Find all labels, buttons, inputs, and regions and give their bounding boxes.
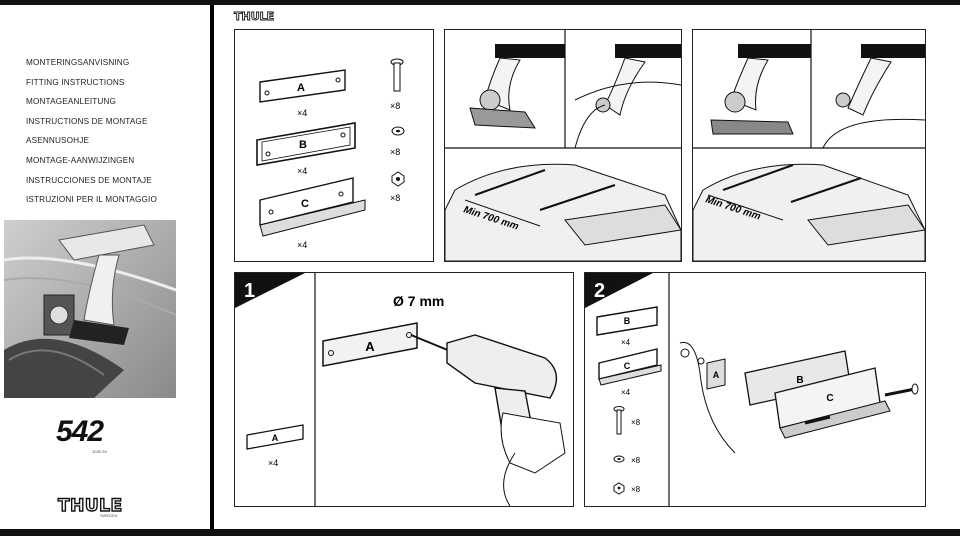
inner-brand-logo: THULE <box>234 10 275 24</box>
step2-plate-c: C <box>598 348 662 386</box>
step2-bolt-icon <box>613 406 625 435</box>
step2-plate-b-label: B <box>624 316 631 326</box>
cover-illustration <box>4 220 176 398</box>
car-roof-1: Min 700 mm <box>444 163 682 262</box>
step2-plate-b: B <box>596 306 658 336</box>
step2-plate-a-label: A <box>713 370 720 380</box>
qty-bolt: ×8 <box>390 101 400 111</box>
step1-plate-a-large: A <box>322 322 418 367</box>
model-sub-code: 1030-39 <box>92 449 107 454</box>
title-english: FITTING INSTRUCTIONS <box>26 77 125 87</box>
car-roof-2: Min 700 mm <box>692 163 926 262</box>
plate-b-label: B <box>299 139 307 151</box>
title-dutch: MONTAGE-AANWIJZINGEN <box>26 155 135 165</box>
mounting-overview-1: Min 700 mm <box>444 29 682 262</box>
title-french: INSTRUCTIONS DE MONTAGE <box>26 116 148 126</box>
foot-closeup-2 <box>574 44 682 149</box>
plate-c-label: C <box>301 198 309 210</box>
assembly-diagram: A B C <box>679 341 919 454</box>
cover-page: MONTERINGSANVISNING FITTING INSTRUCTIONS… <box>0 5 210 529</box>
step2-qty-bolt: ×8 <box>631 418 641 427</box>
step2-washer-icon <box>613 455 625 463</box>
step2-qty-washer: ×8 <box>631 456 641 465</box>
parts-list-panel: A ×4 B ×4 C ×4 ×8 ×8 × <box>234 29 434 262</box>
foot-closeup-1 <box>469 44 565 129</box>
qty-plate-b: ×4 <box>297 166 307 176</box>
bottom-border <box>0 529 960 536</box>
top-border <box>0 0 960 5</box>
step-2-panel: 2 B ×4 C ×4 ×8 ×8 ×8 <box>584 272 926 507</box>
step2-qty-c: ×4 <box>621 388 631 397</box>
title-finnish: ASENNUSOHJE <box>26 136 90 146</box>
brand-sub: SWEDEN <box>100 513 118 518</box>
instruction-title-list: MONTERINGSANVISNING FITTING INSTRUCTIONS… <box>26 53 157 210</box>
plate-a-label: A <box>297 82 305 94</box>
step-1-panel: 1 A ×4 Ø 7 mm A <box>234 272 574 507</box>
step2-assembly-b-label: B <box>796 375 803 386</box>
title-german: MONTAGEANLEITUNG <box>26 97 117 107</box>
mounting-overview-2: Min 700 mm <box>692 29 926 262</box>
step2-qty-nut: ×8 <box>631 485 641 494</box>
foot-closeup-4 <box>822 44 926 149</box>
cover-logo: THULE SWEDEN <box>57 495 123 518</box>
step2-assembly-c-label: C <box>826 393 833 404</box>
foot-closeup-3 <box>710 44 811 135</box>
nut-icon <box>391 171 405 187</box>
plate-b: B <box>256 122 356 166</box>
brand-logo: THULE <box>57 495 123 516</box>
step2-plate-c-label: C <box>624 361 631 371</box>
step1-plate-a-large-label: A <box>365 339 375 354</box>
plate-a: A <box>259 69 346 103</box>
model-number: 542 <box>56 415 104 448</box>
washer-icon <box>391 126 405 136</box>
qty-plate-a: ×4 <box>297 108 307 118</box>
qty-plate-c: ×4 <box>297 240 307 250</box>
title-italian: ISTRUZIONI PER IL MONTAGGIO <box>26 195 157 205</box>
drill-size-label: Ø 7 mm <box>393 293 444 309</box>
step-1-number: 1 <box>244 280 255 302</box>
step1-plate-a-small: A <box>246 424 304 450</box>
title-swedish: MONTERINGSANVISNING <box>26 58 130 67</box>
step2-qty-b: ×4 <box>621 338 631 347</box>
step2-nut-icon <box>613 482 625 495</box>
qty-washer: ×8 <box>390 147 400 157</box>
step1-qty: ×4 <box>268 458 278 468</box>
bolt-icon <box>390 58 404 92</box>
step1-plate-a-small-label: A <box>272 433 279 443</box>
qty-nut: ×8 <box>390 193 400 203</box>
step-2-number: 2 <box>594 280 605 302</box>
title-spanish: INSTRUCCIONES DE MONTAJE <box>26 175 152 185</box>
plate-c: C <box>259 177 366 237</box>
drill-icon <box>410 334 566 507</box>
